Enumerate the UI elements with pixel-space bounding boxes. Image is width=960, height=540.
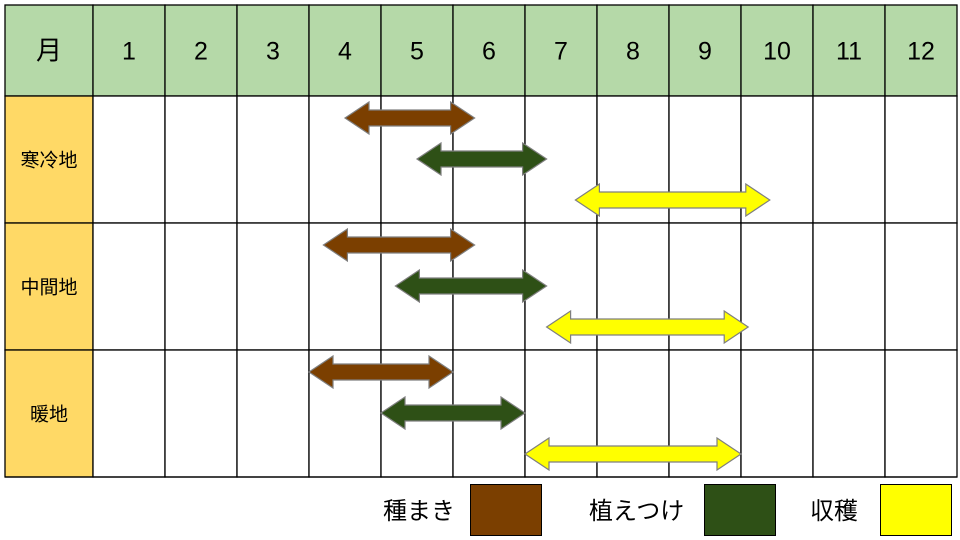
month-label-2: 2 xyxy=(194,38,208,66)
region-cell-2 xyxy=(4,349,94,478)
arrow-2-0 xyxy=(307,354,455,390)
legend-label-planting: 植えつけ xyxy=(589,497,685,525)
arrow-0-1 xyxy=(415,141,548,177)
grid-cell xyxy=(92,349,166,478)
month-label-8: 8 xyxy=(626,38,640,66)
grid-cell xyxy=(236,349,310,478)
grid-cell xyxy=(884,349,958,478)
month-label-3: 3 xyxy=(266,38,280,66)
region-cell-0 xyxy=(4,95,94,224)
grid-cell xyxy=(740,222,814,351)
grid-cell xyxy=(812,95,886,224)
header-label: 月 xyxy=(36,37,62,67)
grid-cell xyxy=(812,222,886,351)
region-cell-1 xyxy=(4,222,94,351)
month-label-6: 6 xyxy=(482,38,496,66)
grid-cell xyxy=(740,349,814,478)
header-month-cell-1 xyxy=(92,4,166,97)
grid-cell xyxy=(164,222,238,351)
month-label-7: 7 xyxy=(554,38,568,66)
month-label-1: 1 xyxy=(122,38,136,66)
legend-label-sowing: 種まき xyxy=(383,497,455,525)
grid-cell xyxy=(812,349,886,478)
grid-cell xyxy=(236,95,310,224)
header-month-cell-5 xyxy=(380,4,454,97)
grid-cell xyxy=(236,222,310,351)
arrow-2-1 xyxy=(379,395,527,431)
grid-cell xyxy=(164,95,238,224)
grid-cell xyxy=(92,95,166,224)
header-month-cell-7 xyxy=(524,4,598,97)
month-label-5: 5 xyxy=(410,38,424,66)
legend-swatch-sowing xyxy=(470,484,542,536)
grid-cell xyxy=(884,222,958,351)
legend-label-harvest: 収穫 xyxy=(810,497,858,525)
header-month-label-cell xyxy=(4,4,94,97)
arrow-0-0 xyxy=(343,100,476,136)
arrow-2-2 xyxy=(523,436,743,472)
arrow-1-2 xyxy=(545,309,750,345)
arrow-1-0 xyxy=(322,227,476,263)
month-label-12: 12 xyxy=(907,38,935,66)
region-label-2: 暖地 xyxy=(30,404,68,426)
legend-swatch-harvest xyxy=(880,484,952,536)
header-month-cell-11 xyxy=(812,4,886,97)
grid-cell xyxy=(164,349,238,478)
grid-cell xyxy=(884,95,958,224)
header-month-cell-9 xyxy=(668,4,742,97)
grid-cell xyxy=(92,222,166,351)
month-label-11: 11 xyxy=(836,38,862,66)
month-label-9: 9 xyxy=(698,38,712,66)
region-label-1: 中間地 xyxy=(20,277,77,299)
arrow-0-2 xyxy=(574,182,771,218)
arrow-1-1 xyxy=(394,268,548,304)
month-label-4: 4 xyxy=(338,38,352,66)
header-month-cell-2 xyxy=(164,4,238,97)
month-label-10: 10 xyxy=(763,38,791,66)
legend-swatch-planting xyxy=(704,484,776,536)
region-label-0: 寒冷地 xyxy=(20,150,77,172)
